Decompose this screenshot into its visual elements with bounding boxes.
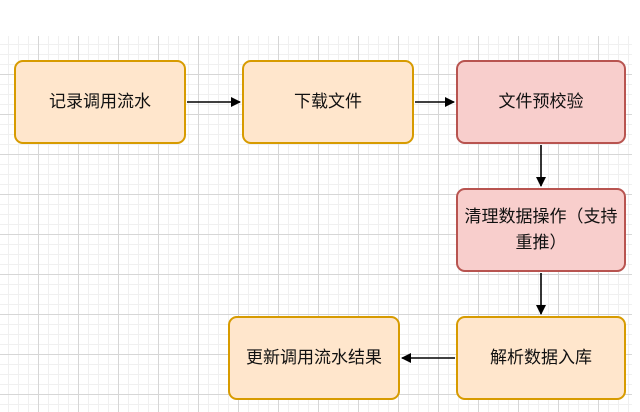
node-file-precheck[interactable]: 文件预校验	[456, 60, 626, 144]
node-download-file[interactable]: 下载文件	[242, 60, 414, 144]
node-parse-import[interactable]: 解析数据入库	[456, 316, 626, 400]
node-update-call-result[interactable]: 更新调用流水结果	[228, 316, 400, 400]
node-clean-data[interactable]: 清理数据操作（支持重推）	[456, 188, 626, 272]
node-label: 文件预校验	[498, 92, 584, 112]
node-label: 清理数据操作（支持重推）	[464, 207, 618, 253]
node-label: 更新调用流水结果	[246, 348, 382, 368]
node-label: 记录调用流水	[49, 92, 151, 112]
node-record-call-log[interactable]: 记录调用流水	[14, 60, 186, 144]
node-label: 解析数据入库	[490, 348, 592, 368]
node-label: 下载文件	[294, 92, 362, 112]
